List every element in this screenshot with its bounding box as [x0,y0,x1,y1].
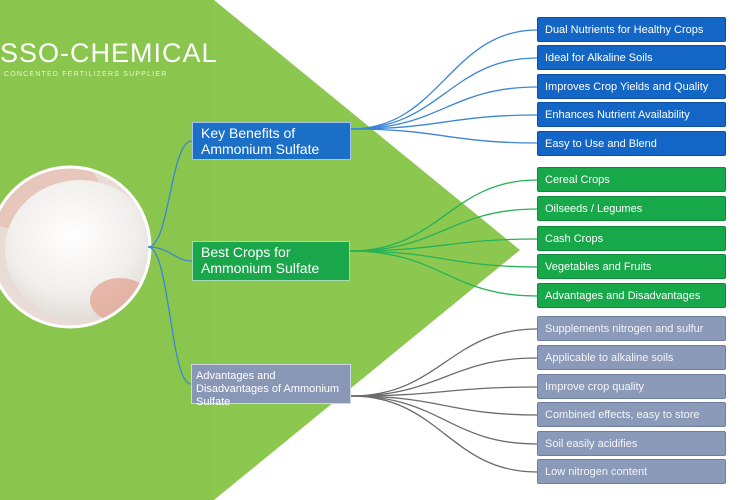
connectors-blue [350,29,538,144]
connectors-green [349,179,538,297]
connectors-gray [350,328,538,473]
leaf-oilseeds-legumes[interactable]: Oilseeds / Legumes [537,196,726,221]
branch-key-benefits[interactable]: Key Benefits of Ammonium Sulfate [192,122,351,160]
brand-name: SSO-CHEMICAL [0,38,218,68]
leaf-soil-acidifies[interactable]: Soil easily acidifies [537,431,726,456]
leaf-low-nitrogen[interactable]: Low nitrogen content [537,459,726,484]
leaf-improve-quality[interactable]: Improve crop quality [537,374,726,399]
connectors-main [147,140,193,385]
leaf-combined-effects[interactable]: Combined effects, easy to store [537,402,726,427]
leaf-crop-yields[interactable]: Improves Crop Yields and Quality [537,74,726,99]
leaf-dual-nutrients[interactable]: Dual Nutrients for Healthy Crops [537,17,726,42]
leaf-cash-crops[interactable]: Cash Crops [537,226,726,251]
leaf-alkaline-soils[interactable]: Ideal for Alkaline Soils [537,45,726,70]
leaf-advantages-disadvantages[interactable]: Advantages and Disadvantages [537,283,726,308]
branch-advantages-disadvantages[interactable]: Advantages and Disadvantages of Ammonium… [191,364,351,408]
leaf-easy-to-use[interactable]: Easy to Use and Blend [537,131,726,156]
branch-best-crops[interactable]: Best Crops for Ammonium Sulfate [192,241,350,281]
leaf-supplements-nitrogen[interactable]: Supplements nitrogen and sulfur [537,316,726,341]
fertilizer-photo [0,167,150,327]
leaf-cereal-crops[interactable]: Cereal Crops [537,167,726,192]
brand-tagline: CONCENTED FERTILIZERS SUPPLIER [4,71,168,78]
leaf-applicable-alkaline[interactable]: Applicable to alkaline soils [537,345,726,370]
leaf-nutrient-availability[interactable]: Enhances Nutrient Availability [537,102,726,127]
leaf-vegetables-fruits[interactable]: Vegetables and Fruits [537,254,726,279]
